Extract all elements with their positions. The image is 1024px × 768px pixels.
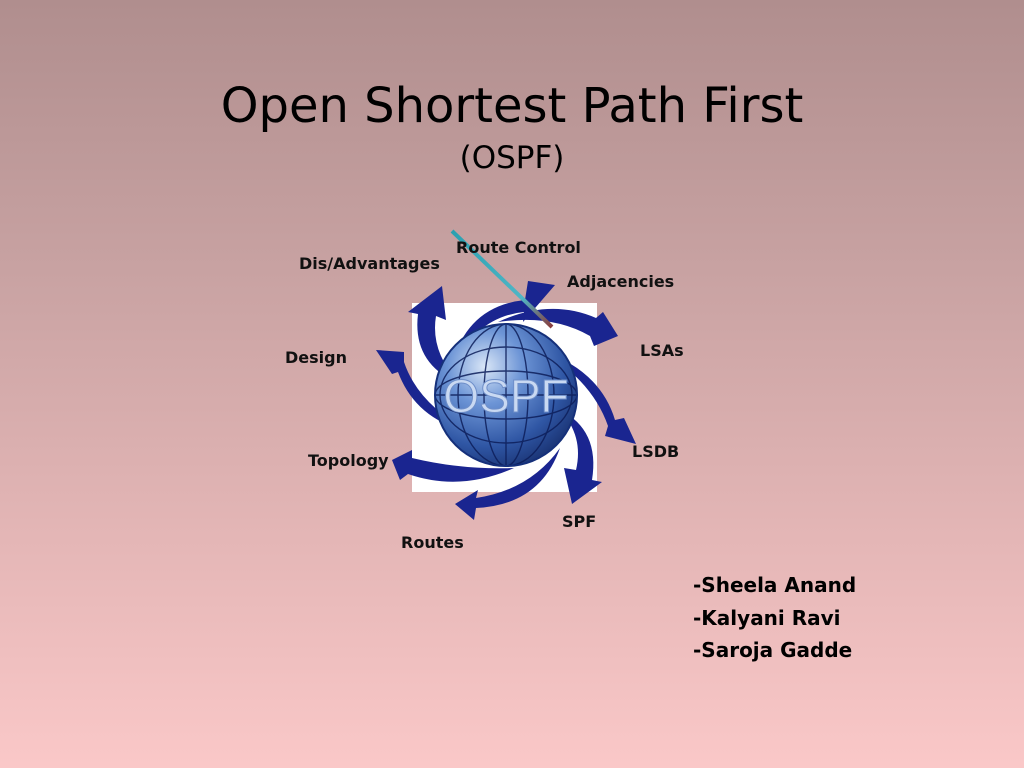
label-routes: Routes xyxy=(401,533,464,552)
label-route-control: Route Control xyxy=(456,238,581,257)
swirl-arrow-3 xyxy=(540,350,636,444)
label-lsas: LSAs xyxy=(640,341,684,360)
slide-title: Open Shortest Path First xyxy=(220,78,804,134)
swirl-arrow-7 xyxy=(376,350,470,432)
center-label: OSPF xyxy=(443,370,568,422)
swirl-arrow-6 xyxy=(392,450,514,482)
swirl-arrows xyxy=(376,281,636,520)
label-adjacencies: Adjacencies xyxy=(567,272,674,291)
swirl-arrow-2 xyxy=(498,308,618,346)
author-item: -Saroja Gadde xyxy=(693,638,853,662)
swirl-arrow-1 xyxy=(452,281,555,364)
author-item: -Sheela Anand xyxy=(693,573,857,597)
label-spf: SPF xyxy=(562,512,596,531)
author-item: -Kalyani Ravi xyxy=(693,605,841,630)
ospf-cycle-diagram: OSPF Route Control Adjacencies Dis/Advan… xyxy=(270,220,710,560)
slide-subtitle: (OSPF) xyxy=(459,140,565,176)
globe-icon xyxy=(434,323,578,467)
swirl-arrow-4 xyxy=(560,410,602,504)
ospf-cycle-svg: OSPF Route Control Adjacencies Dis/Advan… xyxy=(285,229,684,552)
label-topology: Topology xyxy=(308,451,389,470)
swirl-arrow-5 xyxy=(455,448,560,520)
diagonal-line xyxy=(450,229,554,329)
author-list: -Sheela Anand -Kalyani Ravi -Saroja Gadd… xyxy=(693,569,856,667)
label-dis-advantages: Dis/Advantages xyxy=(299,254,440,273)
swirl-arrow-8 xyxy=(408,286,460,384)
label-lsdb: LSDB xyxy=(632,442,679,461)
label-design: Design xyxy=(285,348,347,367)
